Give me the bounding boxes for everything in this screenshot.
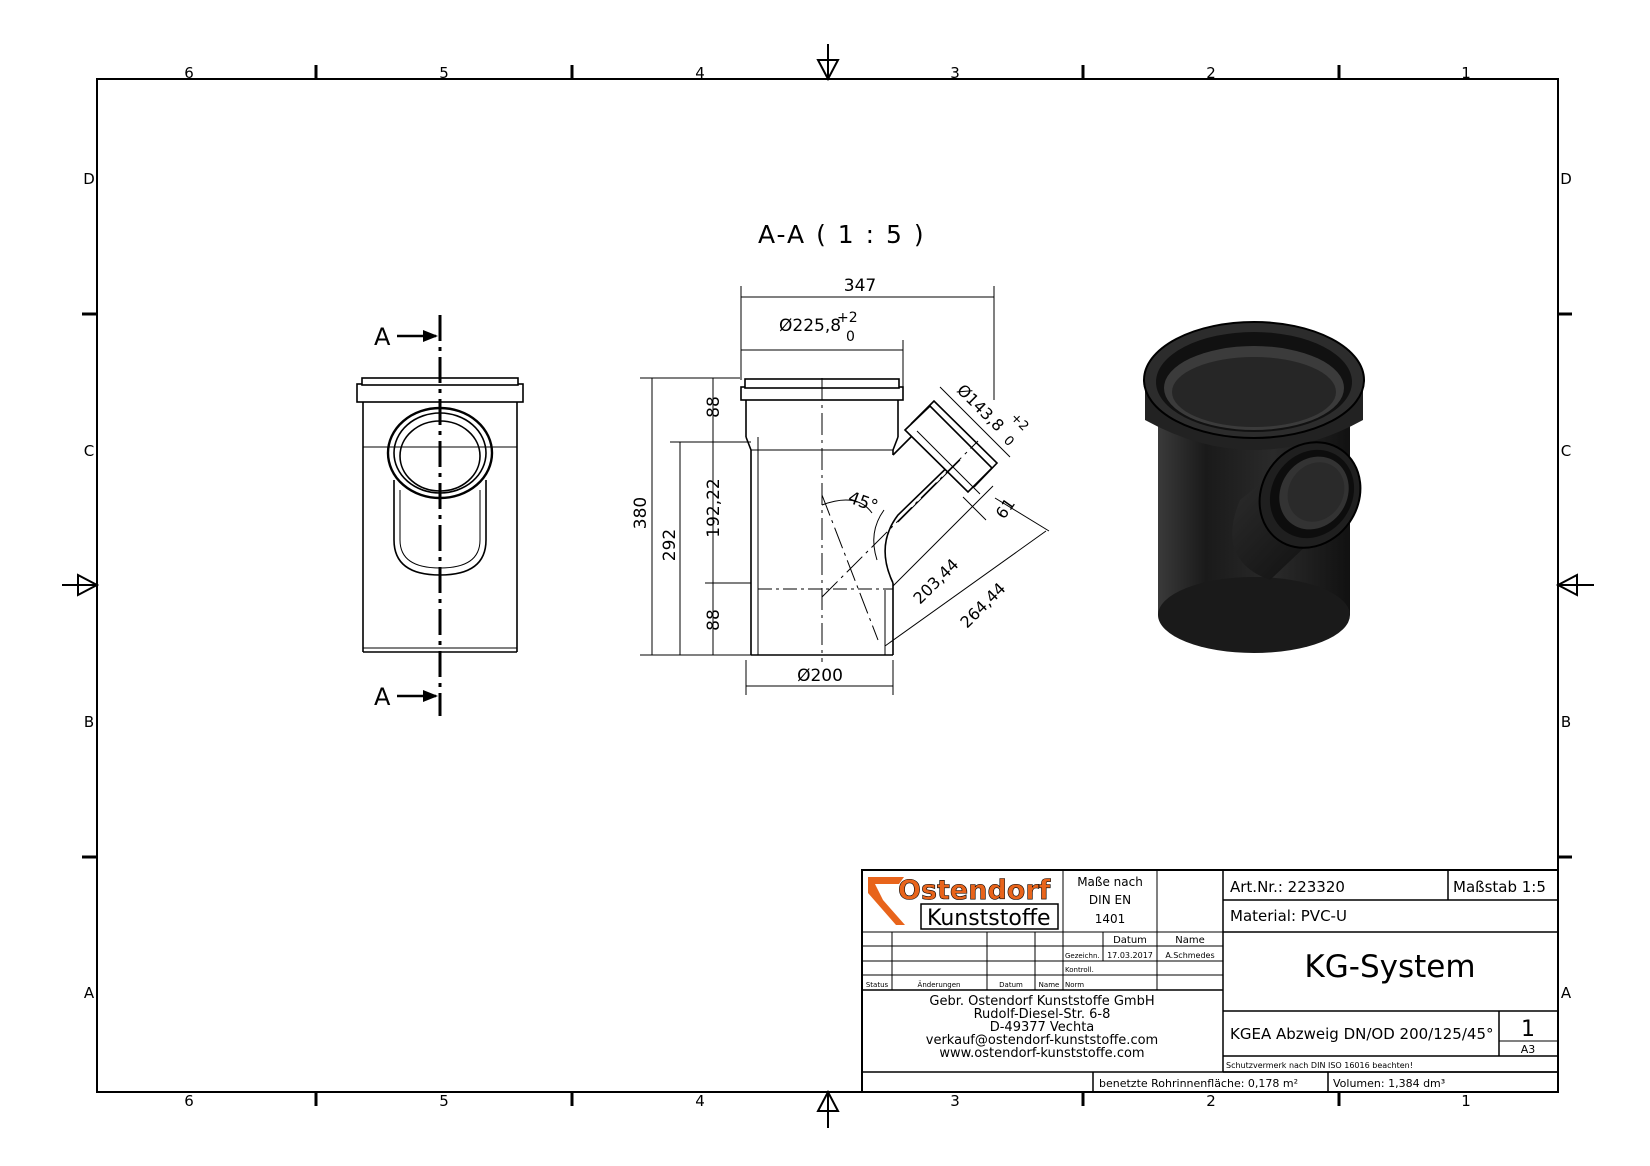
zone-label-top: 1 — [1461, 64, 1471, 82]
dim-socket-diameter: Ø225,8 — [779, 316, 841, 336]
hdr-status: Status — [866, 981, 889, 989]
zone-label-right: B — [1561, 713, 1571, 731]
hdr-aenderungen: Änderungen — [918, 980, 961, 989]
zone-label-left: D — [83, 170, 95, 188]
zone-label-top: 6 — [184, 64, 194, 82]
zone-label-left: A — [84, 984, 95, 1002]
art-nr: Art.Nr.: 223320 — [1230, 878, 1345, 896]
col-name: Name — [1175, 935, 1205, 946]
material: Material: PVC-U — [1230, 907, 1347, 925]
zone-label-right: D — [1560, 170, 1572, 188]
company-email: verkauf@ostendorf-kunststoffe.com — [926, 1033, 1158, 1048]
zone-label-bottom: 4 — [695, 1092, 705, 1110]
gez-name: A.Schmedes — [1165, 951, 1214, 960]
front-view — [356, 315, 524, 716]
svg-text:Ostendorf: Ostendorf — [898, 875, 1051, 906]
sheet-format: A3 — [1521, 1043, 1536, 1056]
section-title: A-A ( 1 : 5 ) — [758, 220, 926, 249]
svg-text:A: A — [374, 683, 391, 711]
section-view — [740, 378, 999, 662]
company-city: D-49377 Vechta — [990, 1020, 1095, 1035]
company-logo: Ostendorf Kunststoffe — [868, 875, 1059, 931]
zone-ticks — [82, 65, 1572, 1106]
gez-date: 17.03.2017 — [1107, 951, 1153, 960]
dim-branch-len-c: 264,44 — [956, 579, 1009, 632]
part-description: KGEA Abzweig DN/OD 200/125/45° — [1230, 1025, 1493, 1043]
system-name: KG-System — [1304, 949, 1475, 985]
standard-line-1: Maße nach — [1077, 875, 1143, 889]
protection-note: Schutzvermerk nach DIN ISO 16016 beachte… — [1226, 1061, 1413, 1070]
centering-marks — [62, 44, 1594, 1128]
company-name: Gebr. Ostendorf Kunststoffe GmbH — [929, 994, 1154, 1009]
zone-label-left: C — [84, 442, 94, 460]
volume: Volumen: 1,384 dm³ — [1333, 1077, 1445, 1090]
dim-overall-width: 347 — [844, 276, 876, 296]
section-marker-bottom: A — [374, 683, 438, 711]
dim-branch-tol-upper: +2 — [1007, 410, 1031, 434]
zone-label-left: B — [84, 713, 94, 731]
dimension-lines — [640, 286, 1050, 695]
zone-label-bottom: 1 — [1461, 1092, 1471, 1110]
zone-label-top: 2 — [1206, 64, 1216, 82]
title-block — [861, 869, 1559, 1093]
col-datum: Datum — [1113, 935, 1147, 946]
svg-text:Kunststoffe: Kunststoffe — [927, 906, 1051, 931]
isometric-3d-view — [1143, 321, 1365, 653]
dim-socket-tol-lower: 0 — [846, 329, 855, 345]
dim-socket-depth-top: 88 — [704, 396, 724, 418]
dim-pipe-diameter: Ø200 — [797, 666, 843, 686]
dim-branch-height: 192,22 — [704, 478, 724, 537]
zone-label-top: 4 — [695, 64, 705, 82]
zone-label-top: 5 — [439, 64, 449, 82]
company-web: www.ostendorf-kunststoffe.com — [939, 1046, 1144, 1061]
hdr-datum: Datum — [999, 981, 1023, 989]
dim-angle: 45° — [845, 488, 880, 517]
row-gezeichn: Gezeichn. — [1065, 952, 1100, 960]
dim-socket-tol-upper: +2 — [837, 310, 858, 326]
company-street: Rudolf-Diesel-Str. 6-8 — [974, 1007, 1111, 1022]
zone-label-bottom: 6 — [184, 1092, 194, 1110]
scale: Maßstab 1:5 — [1453, 878, 1546, 896]
zone-label-right: C — [1561, 442, 1571, 460]
section-marker-top: A — [374, 323, 438, 351]
zone-label-bottom: 2 — [1206, 1092, 1216, 1110]
standard-line-2: DIN EN — [1089, 893, 1131, 907]
row-kontroll: Kontroll. — [1065, 966, 1094, 974]
row-norm: Norm — [1065, 981, 1084, 989]
zone-label-bottom: 3 — [950, 1092, 960, 1110]
dim-socket-depth-bottom: 88 — [704, 609, 724, 631]
dim-branch-tol-lower: 0 — [1000, 433, 1016, 449]
hdr-name: Name — [1039, 981, 1060, 989]
standard-line-3: 1401 — [1095, 912, 1126, 926]
sheet-number: 1 — [1521, 1017, 1535, 1042]
zone-label-top: 3 — [950, 64, 960, 82]
dim-height-inner: 292 — [660, 529, 680, 561]
dim-height-total: 380 — [631, 497, 651, 529]
svg-text:A: A — [374, 323, 391, 351]
zone-label-right: A — [1561, 984, 1572, 1002]
wetted-surface: benetzte Rohrinnenfläche: 0,178 m² — [1099, 1077, 1298, 1090]
dim-branch-len-b: 203,44 — [909, 555, 962, 608]
zone-label-bottom: 5 — [439, 1092, 449, 1110]
